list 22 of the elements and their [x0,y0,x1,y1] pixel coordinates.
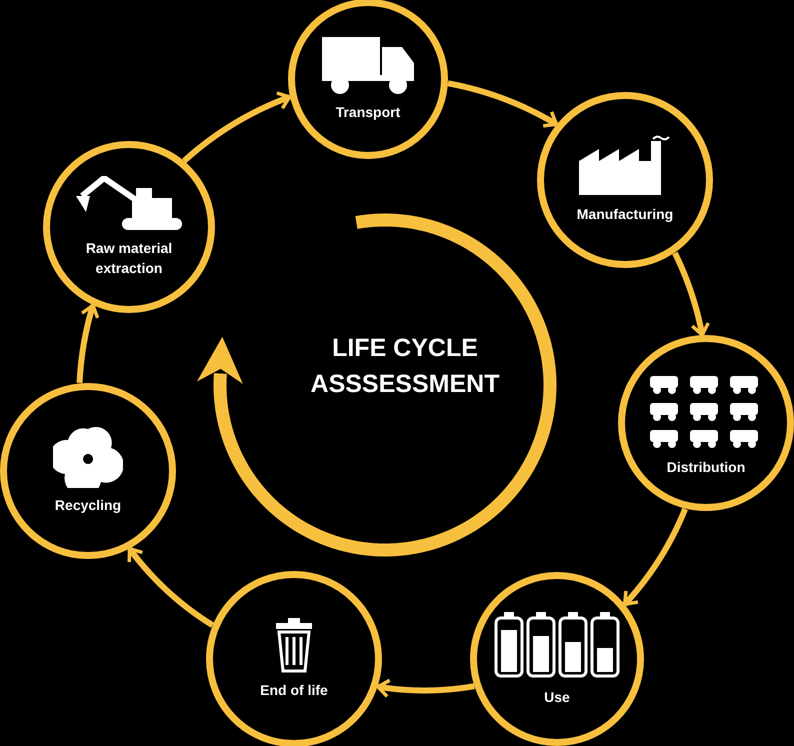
arrow [672,250,710,338]
stage-circle [470,572,644,746]
stage-label: Distribution [666,458,746,478]
stage-label: Transport [336,103,400,122]
stage-label: Recycling [54,496,122,516]
arrow [622,506,688,607]
arrow [446,80,559,128]
stage-circle [618,335,794,511]
arrow [376,678,477,698]
stage-circle [43,141,215,313]
stage-label: Raw material extraction [84,238,174,278]
stage-label: Manufacturing [576,205,674,224]
stage-label: End of life [260,681,328,700]
arrow [76,302,100,386]
stage-circle [537,92,713,268]
stage-circle [288,0,448,159]
stage-circle [0,383,176,559]
arrow [182,91,292,164]
stage-circle [206,571,382,746]
arrow [126,546,216,628]
stage-label: Use [544,688,570,708]
diagram-title: LIFE CYCLE ASSSESSMENT [310,333,500,400]
